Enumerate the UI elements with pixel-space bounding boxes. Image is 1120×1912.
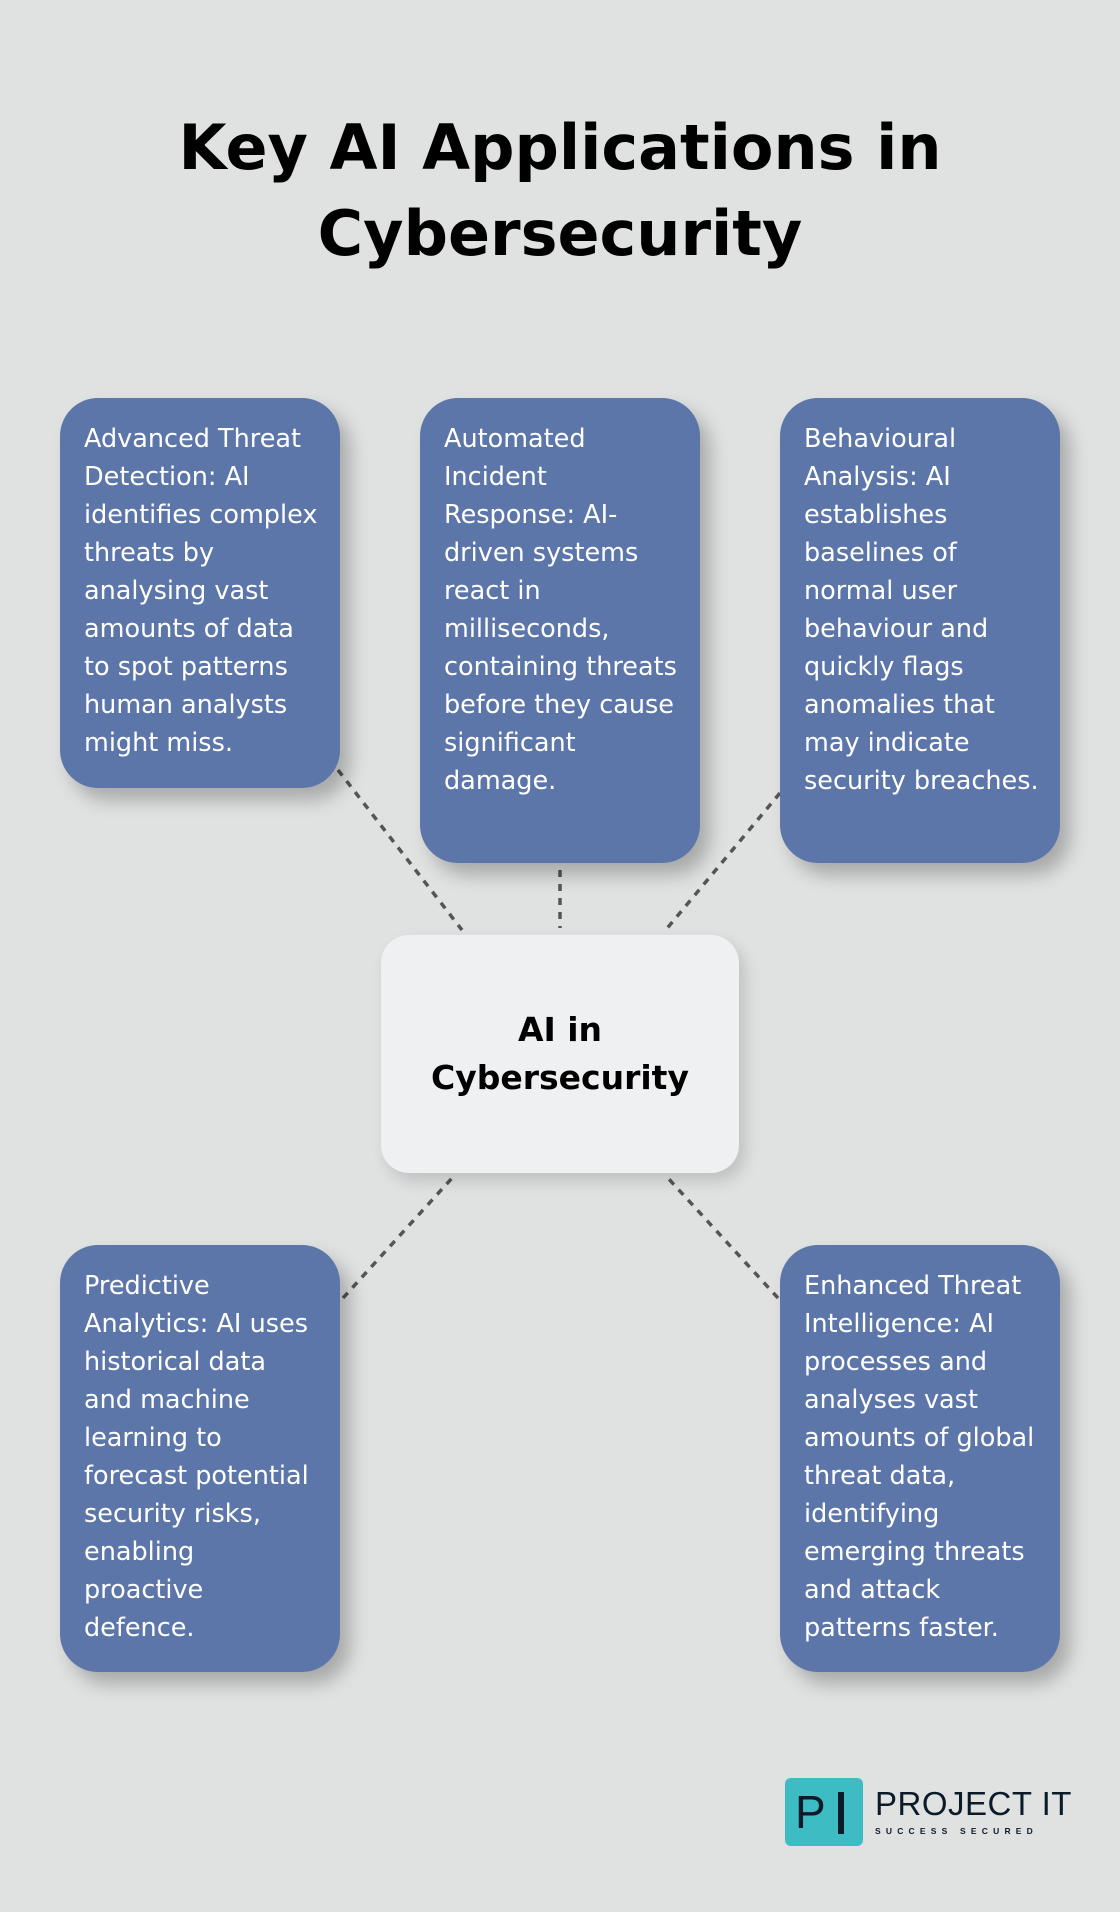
logo-mark-letter: P bbox=[795, 1786, 826, 1838]
page-title-line-1: Key AI Applications in bbox=[178, 111, 942, 184]
card-enhanced-threat-intelligence: Enhanced Threat Intelligence: AI process… bbox=[780, 1245, 1060, 1672]
card-advanced-threat-detection: Advanced Threat Detection: AI identifies… bbox=[60, 398, 340, 788]
hub-label: AI in Cybersecurity bbox=[431, 1010, 689, 1097]
logo-mark-bar bbox=[838, 1792, 844, 1834]
logo-tagline: SUCCESS SECURED bbox=[875, 1826, 1039, 1836]
logo-name: PROJECT IT bbox=[875, 1785, 1072, 1822]
card-predictive-analytics: Predictive Analytics: AI uses historical… bbox=[60, 1245, 340, 1672]
card-behavioural-analysis: Behavioural Analysis: AI establishes bas… bbox=[780, 398, 1060, 863]
card-automated-incident-response: Automated Incident Response: AI-driven s… bbox=[420, 398, 700, 863]
connector-card-4 bbox=[341, 1175, 455, 1300]
logo-mark-icon: P bbox=[785, 1778, 863, 1846]
page-title-line-2: Cybersecurity bbox=[317, 197, 803, 270]
connector-card-5 bbox=[665, 1175, 780, 1300]
connector-card-3 bbox=[662, 791, 782, 934]
brand-logo: P PROJECT IT SUCCESS SECURED bbox=[785, 1778, 1072, 1846]
logo-text: PROJECT IT SUCCESS SECURED bbox=[875, 1786, 1072, 1838]
hub-node: AI in Cybersecurity bbox=[381, 935, 739, 1173]
connector-card-1 bbox=[336, 768, 464, 932]
page-title: Key AI Applications in Cybersecurity bbox=[0, 105, 1120, 277]
